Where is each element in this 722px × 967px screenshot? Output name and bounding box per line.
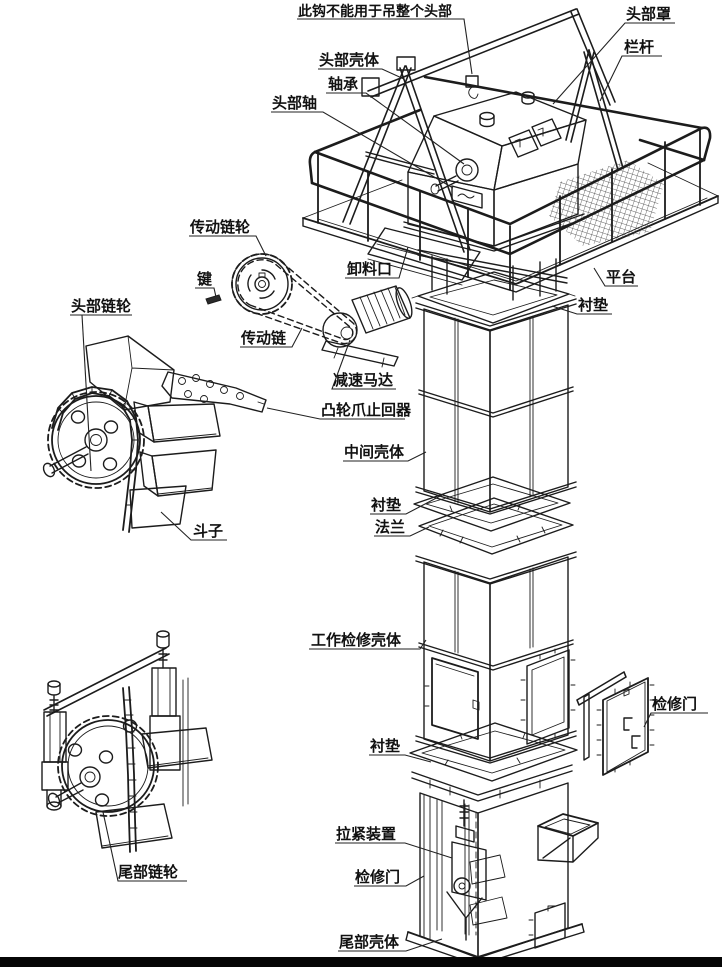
label-text: 减速马达 [333,371,393,389]
label-work-casing: 工作检修壳体 [309,631,427,650]
platform-railing [308,75,712,291]
label-text: 斗子 [193,522,223,540]
lifting-hook [465,75,479,99]
elevator-chain [51,386,139,533]
label-bucket: 斗子 [160,511,227,541]
label-text: 拉紧装置 [336,825,396,843]
label-hook-warning: 此钩不能用于吊整个头部 [297,3,473,75]
label-drive-chain: 传动链 [240,327,303,348]
label-text: 头部壳体 [319,51,380,69]
tensioning-device-assembly [436,799,508,941]
tail-chainwheel-assembly [41,630,213,853]
label-text: 头部罩 [626,5,671,23]
label-text: 键 [196,270,212,288]
label-text: 检修门 [355,868,400,886]
label-liner-mid: 衬垫 [370,493,445,515]
label-railing: 栏杆 [599,38,662,102]
bucket-stack [129,401,221,529]
label-text: 凸轮爪止回器 [321,401,412,419]
under-deck-frame [417,249,568,301]
work-casing-body [415,551,577,764]
floor-grating [549,160,664,246]
liner-gasket-mid [413,476,571,532]
label-text: 轴承 [328,75,358,93]
label-flange: 法兰 [374,518,430,537]
inspection-door-left-face [424,657,480,740]
tail-buckets [95,727,213,849]
label-liner-top: 衬垫 [551,296,612,315]
part-labels: 此钩不能用于吊整个头部 头部罩 栏杆 头部壳体 轴承 头部轴 传动链轮 卸料口 [70,3,708,952]
take-up-screws [41,630,189,811]
head-housing-body [403,91,587,252]
key-part [205,294,222,305]
lifting-frame [342,8,624,253]
label-text: 尾部链轮 [118,863,178,881]
label-text: 传动链轮 [189,218,250,236]
label-tail-chainwheel: 尾部链轮 [102,811,187,882]
inspection-window [508,129,539,158]
label-platform: 平台 [593,267,638,287]
liner-gasket-top [411,271,576,324]
label-key: 键 [195,270,217,298]
label-head-shaft: 头部轴 [271,94,454,189]
label-text: 工作检修壳体 [311,631,402,649]
flange-frame [418,497,574,555]
footer-bar [0,957,722,967]
label-text: 头部轴 [272,94,317,112]
label-text: 传动链 [240,329,287,347]
door-angle-bar [576,671,627,706]
head-shaft-stub [42,446,89,478]
label-inspection-door-tail: 检修门 [354,868,425,887]
label-text: 栏杆 [624,38,654,56]
label-text: 头部链轮 [71,297,131,315]
label-middle-casing: 中间壳体 [343,443,427,462]
label-text: 衬垫 [371,496,401,514]
liner-gasket-bottom [409,722,578,782]
label-drive-sprocket: 传动链轮 [189,218,267,257]
label-text: 尾部壳体 [339,933,400,951]
label-gear-motor: 减速马达 [331,339,396,390]
label-text: 中间壳体 [344,443,405,461]
label-text: 衬垫 [370,737,400,755]
label-bearing: 轴承 [326,75,465,165]
drive-unit [205,253,413,368]
label-text: 检修门 [652,695,697,713]
label-head-chainwheel: 头部链轮 [70,297,132,472]
label-tensioning-device: 拉紧装置 [335,825,453,859]
label-text: 卸料口 [347,260,392,278]
inspection-door-panel [576,671,655,776]
label-text: 平台 [606,268,636,286]
filler-cap [479,91,535,128]
label-text: 法兰 [375,518,405,536]
head-shaft-bearing [430,158,479,195]
label-text: 衬垫 [578,296,608,314]
label-discharge-port: 卸料口 [345,246,409,279]
label-head-cover: 头部罩 [552,5,675,105]
label-liner-bottom: 衬垫 [369,737,432,763]
inspection-door-right-face [520,648,576,745]
inspection-window [531,118,562,147]
backstop-arm [161,371,267,413]
inlet-hopper [537,813,599,863]
head-chainwheel-assembly [42,335,267,533]
gear-motor-body [321,285,413,368]
label-text: 此钩不能用于吊整个头部 [298,3,452,20]
door-gasket-strip [583,693,590,761]
tail-chain [122,686,138,853]
label-cam-pawl-backstop: 凸轮爪止回器 [266,401,412,420]
label-tail-casing: 尾部壳体 [338,933,443,952]
middle-casing-body [415,298,577,515]
label-inspection-door-side: 检修门 [643,695,708,728]
tail-inspection-door-small [528,902,566,949]
tail-casing-body [405,764,599,966]
label-head-housing: 头部壳体 [318,51,405,80]
